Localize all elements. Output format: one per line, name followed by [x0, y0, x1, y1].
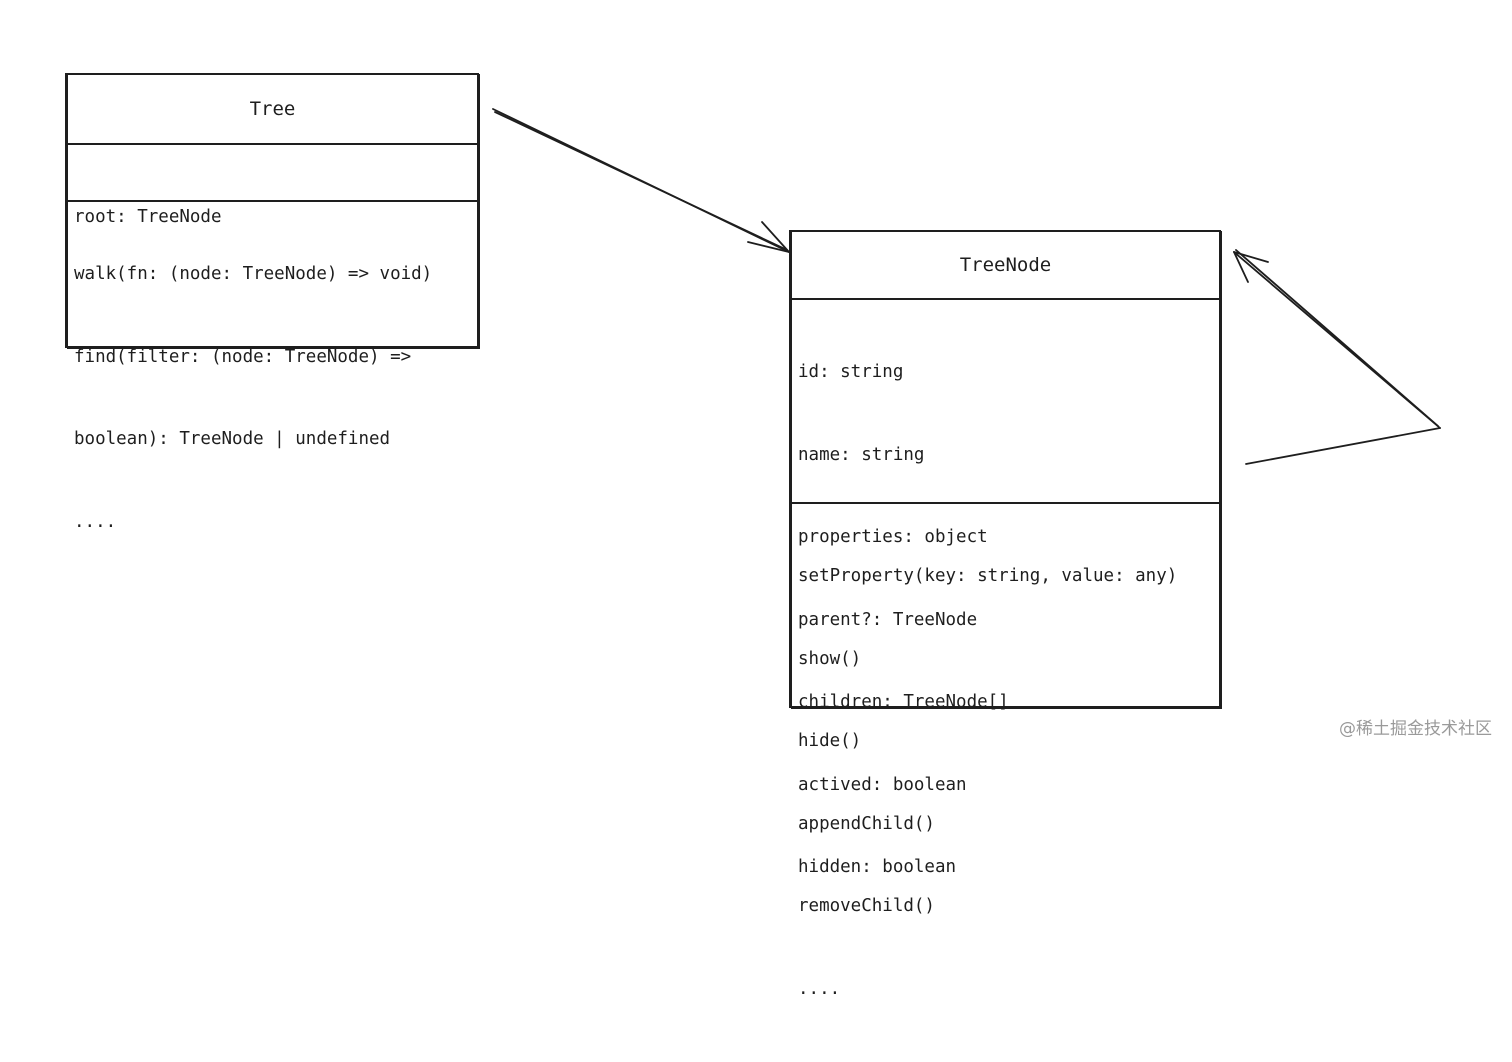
treenode-attribute: name: string — [798, 444, 925, 465]
tree-class-name: Tree — [68, 75, 477, 145]
treenode-method: show() — [798, 648, 862, 669]
treenode-attribute: children: TreeNode[] — [798, 692, 1009, 712]
treenode-method: removeChild() — [798, 896, 935, 916]
treenode-class-box: TreeNode id: string name: string propert… — [790, 230, 1221, 999]
treenode-method: hide() — [798, 731, 862, 751]
watermark: @稀土掘金技术社区 — [1339, 719, 1492, 739]
treenode-attribute: id: string — [798, 362, 904, 382]
tree-method: .... — [74, 511, 117, 532]
treenode-method: .... — [798, 978, 841, 999]
treenode-attribute: parent?: TreeNode — [798, 609, 978, 630]
tree-method: find(filter: (node: TreeNode) => — [74, 346, 412, 367]
tree-class-box: Tree root: TreeNode walk(fn: (node: Tree… — [66, 73, 479, 532]
tree-method: boolean): TreeNode | undefined — [74, 429, 391, 449]
treenode-self-arrow — [1233, 249, 1441, 465]
relationship-arrows — [492, 108, 1441, 465]
tree-attributes: root: TreeNode — [68, 145, 477, 227]
treenode-method: appendChild() — [798, 813, 935, 834]
tree-to-treenode-arrow — [492, 108, 790, 253]
tree-method: walk(fn: (node: TreeNode) => void) — [74, 264, 433, 284]
treenode-method: setProperty(key: string, value: any) — [798, 566, 1178, 586]
tree-methods: walk(fn: (node: TreeNode) => void) find(… — [68, 202, 477, 595]
treenode-class-name: TreeNode — [792, 232, 1219, 300]
tree-attribute: root: TreeNode — [74, 207, 222, 227]
treenode-attributes: id: string name: string properties: obje… — [792, 300, 1219, 877]
treenode-attribute: properties: object — [798, 527, 988, 547]
